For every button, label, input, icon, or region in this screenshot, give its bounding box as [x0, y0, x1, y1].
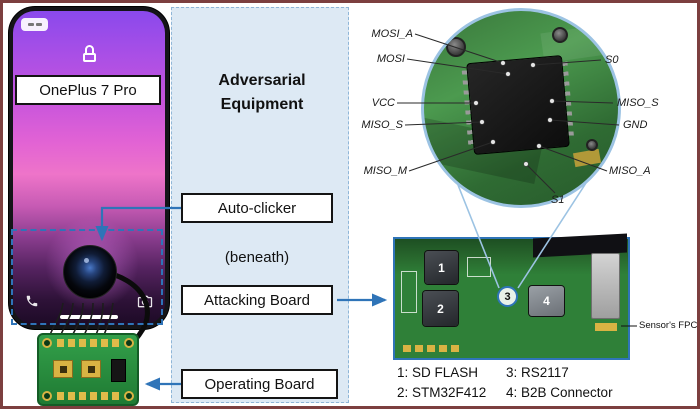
panel-title: Adversarial Equipment	[218, 72, 306, 113]
sensor-chip-closeup	[466, 54, 570, 156]
chip4-number: 4	[543, 294, 550, 308]
chip-b2b-connector: 4	[529, 286, 564, 316]
legend-item-1: 1: SD FLASH	[397, 365, 479, 380]
auto-clicker-label: Auto-clicker	[217, 199, 297, 217]
legend-item-3: 3: RS2117	[506, 365, 569, 380]
pin-label-miso-s-right: MISO_S	[617, 97, 659, 109]
legend-item-2: 2: STM32F412	[397, 385, 487, 400]
pin-label-mosi: MOSI	[376, 53, 405, 65]
status-pill	[21, 18, 48, 31]
fingerprint-region-outline	[11, 229, 163, 325]
chip-rs2117-badge: 3	[497, 286, 518, 307]
phone-call-icon	[25, 294, 39, 313]
sensor-module	[591, 253, 620, 319]
pin-label-vcc: VCC	[371, 97, 395, 109]
attacking-board-box: Attacking Board	[181, 285, 333, 315]
operating-board-box: Operating Board	[181, 369, 338, 399]
chip2-number: 2	[437, 301, 444, 316]
chip1-number: 1	[438, 260, 445, 275]
screw-icon	[446, 37, 466, 57]
chip-stm32f412: 2	[423, 291, 458, 326]
chip3-number: 3	[504, 290, 511, 303]
auto-clicker-device	[63, 245, 117, 299]
phone-label-box: OnePlus 7 Pro	[15, 75, 161, 105]
pin-label-gnd: GND	[623, 119, 648, 131]
operating-board-label: Operating Board	[204, 375, 315, 393]
pin-label-mosi-a: MOSI_A	[371, 28, 413, 40]
pin-label-s0: S0	[605, 54, 619, 66]
pin-label-miso-s-left: MISO_S	[361, 119, 403, 131]
beneath-label: (beneath)	[224, 249, 290, 266]
attacking-board-photo: 1 2 3 4	[393, 233, 630, 360]
screw-icon	[552, 27, 568, 43]
attacking-board-label: Attacking Board	[204, 291, 310, 309]
pin-label-s1: S1	[551, 194, 565, 206]
operating-board-photo	[37, 333, 139, 406]
legend-item-4: 4: B2B Connector	[506, 385, 613, 400]
screw-icon	[586, 139, 598, 151]
magnifier-circle	[421, 8, 621, 208]
chip-sd-flash: 1	[425, 251, 458, 284]
phone-label: OnePlus 7 Pro	[39, 81, 137, 99]
pin-label-miso-m: MISO_M	[363, 165, 407, 177]
pin-label-miso-a: MISO_A	[609, 165, 651, 177]
auto-clicker-box: Auto-clicker	[181, 193, 333, 223]
sensors-fpc-label: Sensor's FPC	[639, 320, 698, 331]
lock-icon	[82, 45, 96, 62]
board-component	[111, 359, 126, 382]
